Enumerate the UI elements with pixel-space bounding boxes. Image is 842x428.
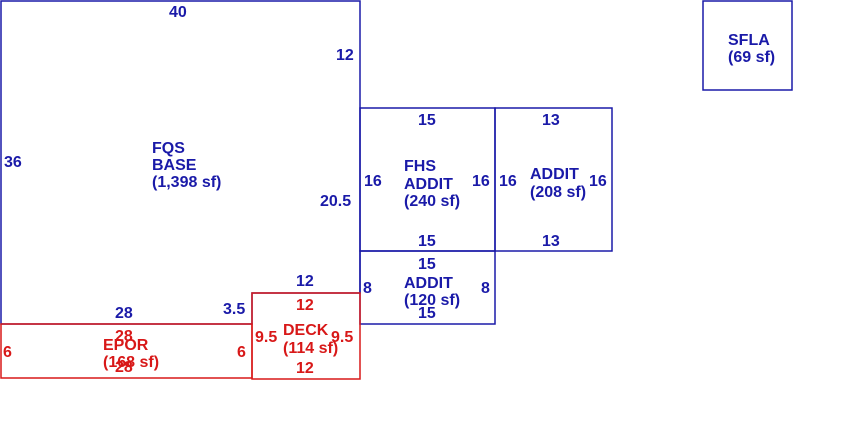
addit-small-outline bbox=[359, 250, 496, 325]
fhs-label-line1: FHS bbox=[404, 158, 436, 175]
sfla-area: (69 sf) bbox=[728, 49, 775, 66]
addit-right-dim-left: 16 bbox=[499, 173, 517, 190]
addit-right-label: ADDIT bbox=[530, 166, 579, 183]
deck-label: DECK bbox=[283, 322, 329, 339]
fqs-dim-top: 40 bbox=[169, 4, 187, 21]
fqs-label-line1: FQS bbox=[152, 140, 185, 157]
epor-dim-right: 6 bbox=[237, 344, 246, 361]
epor-label: EPOR bbox=[103, 337, 149, 354]
fhs-dim-top: 15 bbox=[418, 112, 436, 129]
deck-dim-right: 9.5 bbox=[331, 329, 353, 346]
addit-right-dim-bottom: 13 bbox=[542, 233, 560, 250]
addit-small-dim-bottom: 15 bbox=[418, 305, 436, 322]
deck-outline bbox=[251, 292, 361, 380]
addit-right-dim-right: 16 bbox=[589, 173, 607, 190]
fqs-area: (1,398 sf) bbox=[152, 174, 221, 191]
fqs-dim-notch-side: 3.5 bbox=[223, 301, 245, 318]
addit-right-area: (208 sf) bbox=[530, 184, 586, 201]
fhs-dim-left: 16 bbox=[364, 173, 382, 190]
fqs-label-line2: BASE bbox=[152, 157, 197, 174]
fqs-dim-left: 36 bbox=[4, 154, 22, 171]
fhs-dim-bottom: 15 bbox=[418, 233, 436, 250]
fhs-area: (240 sf) bbox=[404, 193, 460, 210]
deck-dim-left: 9.5 bbox=[255, 329, 277, 346]
fhs-label-line2: ADDIT bbox=[404, 176, 453, 193]
epor-dim-bottom: 28 bbox=[115, 359, 133, 376]
addit-small-dim-right: 8 bbox=[481, 280, 490, 297]
addit-small-area: (120 sf) bbox=[404, 292, 460, 309]
addit-right-outline bbox=[494, 107, 613, 252]
addit-small-dim-top: 15 bbox=[418, 256, 436, 273]
fqs-dim-notch-top: 12 bbox=[296, 273, 314, 290]
sfla-label: SFLA bbox=[728, 32, 770, 49]
deck-area: (114 sf) bbox=[283, 340, 338, 357]
addit-small-label: ADDIT bbox=[404, 275, 453, 292]
epor-dim-top: 28 bbox=[115, 328, 133, 345]
fqs-dim-bottom: 28 bbox=[115, 305, 133, 322]
addit-right-dim-top: 13 bbox=[542, 112, 560, 129]
fqs-dim-right-upper: 12 bbox=[336, 47, 354, 64]
deck-dim-top: 12 bbox=[296, 297, 314, 314]
addit-small-dim-left: 8 bbox=[363, 280, 372, 297]
fhs-dim-right: 16 bbox=[472, 173, 490, 190]
epor-dim-left: 6 bbox=[3, 344, 12, 361]
fqs-dim-right-lower: 20.5 bbox=[320, 193, 351, 210]
sfla-outline bbox=[702, 0, 793, 91]
deck-dim-bottom: 12 bbox=[296, 360, 314, 377]
epor-area: (168 sf) bbox=[103, 354, 159, 371]
